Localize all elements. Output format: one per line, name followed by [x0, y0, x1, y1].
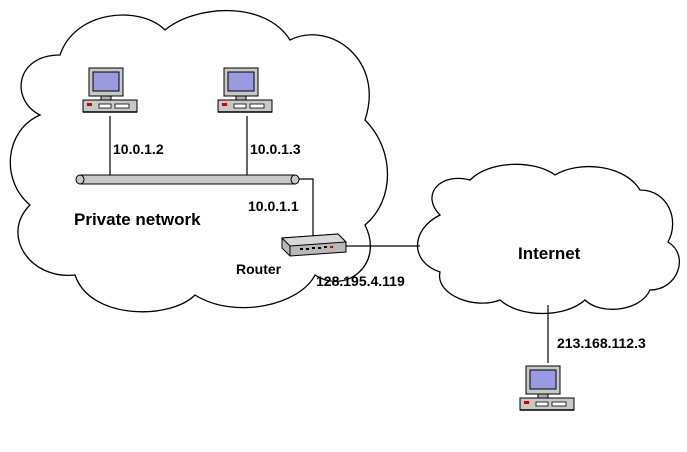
lan-bus — [75, 174, 300, 185]
private-network-label: Private network — [74, 210, 201, 229]
private-network-cloud — [9, 9, 389, 313]
router-label: Router — [236, 261, 282, 277]
remote-host-ip-label: 213.168.112.3 — [557, 335, 646, 351]
computer-icon[interactable] — [519, 365, 575, 411]
host2-ip-label: 10.0.1.3 — [250, 141, 301, 157]
router-icon[interactable] — [280, 233, 348, 257]
internet-label: Internet — [518, 244, 581, 263]
host1-ip-label: 10.0.1.2 — [113, 141, 164, 157]
router-wan-ip-label: 128.195.4.119 — [316, 273, 405, 289]
internet-cloud — [416, 163, 680, 315]
router-lan-ip-label: 10.0.1.1 — [248, 198, 299, 214]
